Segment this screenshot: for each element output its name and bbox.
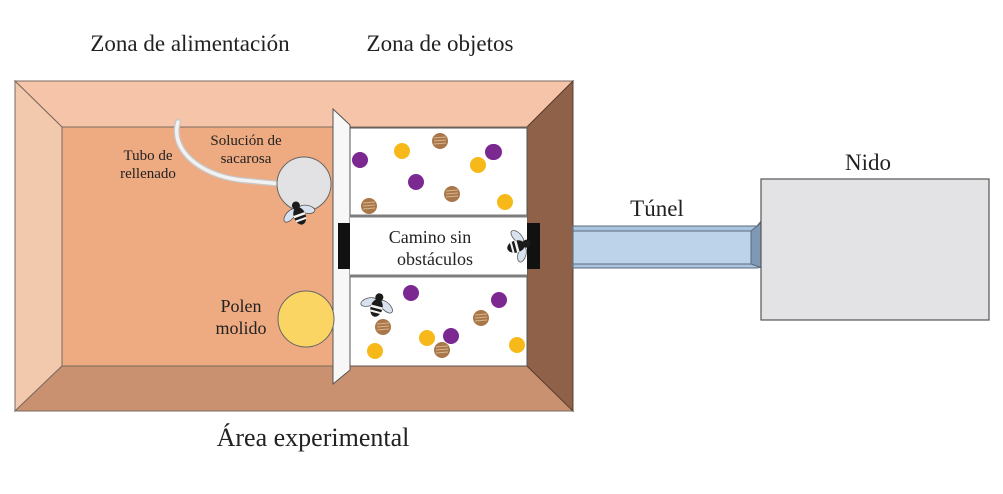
- bee-icon: [507, 230, 531, 263]
- objects-zone-label: Zona de objetos: [367, 31, 514, 56]
- object-disc-purple: [352, 152, 368, 168]
- wood-grain: [445, 192, 459, 195]
- refill-tube-label-line2: rellenado: [120, 166, 176, 182]
- arena-top-wall: [13, 80, 575, 128]
- wood-grain: [376, 322, 390, 325]
- refill-tube-label-line1: Tubo de: [123, 148, 172, 164]
- object-disc-yellow: [394, 143, 410, 159]
- sucrose-dish: [276, 156, 332, 212]
- object-disc-yellow: [497, 194, 513, 210]
- arena-bottom-wall: [13, 365, 575, 412]
- wood-grain: [376, 328, 390, 331]
- bee-icon: [283, 201, 316, 225]
- wood-grain: [435, 351, 449, 354]
- wood-grain: [474, 316, 488, 319]
- experimental-area-label: Área experimental: [217, 423, 410, 452]
- corridor-right-gate: [527, 223, 540, 269]
- tunnel-body: [572, 230, 752, 265]
- wood-grain: [362, 204, 376, 207]
- object-disc-purple: [403, 285, 419, 301]
- wood-grain: [435, 348, 449, 351]
- corridor-left-gate: [338, 223, 350, 269]
- feeding-zone-label: Zona de alimentación: [90, 31, 290, 56]
- object-disc-purple: [443, 328, 459, 344]
- sucrose-label-line2: sacarosa: [221, 151, 272, 167]
- tunnel-label: Túnel: [630, 196, 684, 221]
- clear-path-corridor: [350, 216, 527, 275]
- wood-grain: [474, 319, 488, 322]
- object-disc-yellow: [419, 330, 435, 346]
- wood-grain: [433, 142, 447, 145]
- objects-lower-group: [367, 285, 525, 359]
- wood-grain: [445, 189, 459, 192]
- arena-left-wall: [14, 79, 63, 413]
- wood-grain: [445, 195, 459, 198]
- nest-label: Nido: [845, 150, 891, 175]
- refill-tube: [174, 120, 284, 186]
- wood-grain: [376, 325, 390, 328]
- clear-path-label-line2: obstáculos: [397, 249, 473, 269]
- tunnel: [572, 218, 763, 269]
- nest-box: [760, 178, 990, 321]
- bee-icon: [360, 293, 393, 317]
- object-disc-yellow: [470, 157, 486, 173]
- object-disc-purple: [485, 144, 501, 160]
- object-disc-purple: [408, 174, 424, 190]
- pollen-label-line1: Polen: [220, 296, 261, 316]
- pollen-dish: [277, 290, 335, 348]
- sucrose-label-line1: Solución de: [210, 133, 282, 149]
- wood-grain: [474, 313, 488, 316]
- wood-grain: [435, 345, 449, 348]
- wood-grain: [433, 139, 447, 142]
- object-disc-purple: [491, 292, 507, 308]
- object-disc-yellow: [509, 337, 525, 353]
- wood-grain: [362, 207, 376, 210]
- wood-grain: [362, 201, 376, 204]
- object-disc-yellow: [367, 343, 383, 359]
- wood-grain: [433, 136, 447, 139]
- objects-upper-group: [352, 133, 513, 214]
- clear-path-label-line1: Camino sin: [389, 227, 472, 247]
- pollen-label-line2: molido: [215, 318, 266, 338]
